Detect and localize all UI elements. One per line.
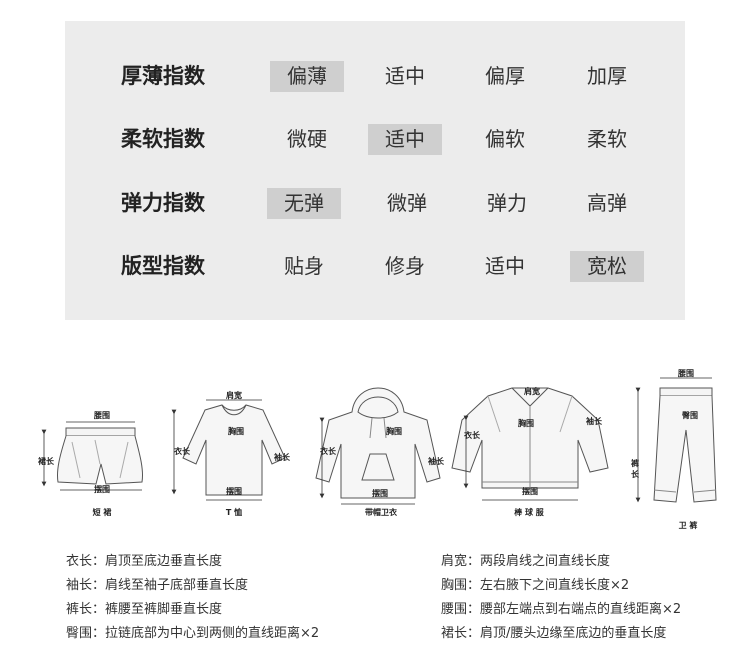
shorts-hem-label: 摆围	[94, 485, 110, 494]
definition-item: 袖长：肩线至袖子底部垂直长度	[66, 578, 249, 593]
baseball-jacket-drawing	[451, 387, 609, 489]
pants-length-label: 裤长	[631, 459, 639, 479]
baseball-shoulder-label: 肩宽	[524, 387, 540, 396]
shorts-length-label: 裙长	[38, 457, 54, 466]
tshirt-hem-label: 摆围	[226, 487, 242, 496]
definition-item: 裙长：肩顶/腰头边缘至底边的垂直长度	[441, 626, 667, 641]
hoodie-name: 带帽卫衣	[365, 508, 397, 517]
index-label: 弹力指数	[121, 191, 205, 215]
definition-item: 裤长：裤腰至裤脚垂直长度	[66, 602, 223, 617]
tshirt-chest-label: 胸围	[228, 427, 244, 436]
pants-hip-label: 臀围	[682, 411, 698, 420]
index-label: 柔软指数	[121, 127, 205, 151]
pants-name: 卫 裤	[678, 521, 698, 530]
definition-item: 腰围：腰部左端点到右端点的直线距离×2	[441, 602, 682, 617]
fabric-index-panel: 厚薄指数 偏薄 适中 偏厚 加厚 柔软指数 微硬 适中 偏软 柔软 弹力指数 无…	[65, 21, 685, 320]
index-option: 偏软	[485, 127, 525, 151]
index-row-fit: 版型指数 贴身 修身 适中 宽松	[65, 246, 685, 286]
index-option: 柔软	[587, 127, 627, 151]
garment-drawings	[41, 377, 717, 505]
baseball-chest-label: 胸围	[518, 419, 534, 428]
tshirt-shoulder-label: 肩宽	[226, 391, 242, 400]
shorts-waist-label: 腰围	[94, 411, 110, 420]
tshirt-name: T 恤	[225, 508, 243, 517]
hoodie-sleeve-label: 袖长	[428, 457, 444, 466]
index-option: 贴身	[284, 254, 324, 278]
index-option: 微硬	[287, 127, 327, 151]
tshirt-drawing	[182, 404, 286, 496]
hoodie-drawing	[315, 387, 441, 499]
shorts-name: 短 裙	[92, 508, 112, 517]
definition-item: 衣长：肩顶至底边垂直长度	[66, 554, 223, 569]
definitions-left: 衣长：肩顶至底边垂直长度 袖长：肩线至袖子底部垂直长度 裤长：裤腰至裤脚垂直长度…	[66, 550, 319, 646]
index-row-softness: 柔软指数 微硬 适中 偏软 柔软	[65, 119, 685, 159]
tshirt-sleeve-label: 袖长	[274, 453, 290, 462]
index-row-elasticity: 弹力指数 无弹 微弹 弹力 高弹	[65, 183, 685, 223]
definitions-right: 肩宽：两段肩线之间直线长度 胸围：左右腋下之间直线长度×2 腰围：腰部左端点到右…	[441, 550, 681, 646]
pants-waist-label: 腰围	[678, 369, 694, 378]
garment-measurement-illustrations: 腰围 裙长 摆围 短 裙 肩宽 胸围 衣长 袖长 摆围 T 恤 胸围 衣长 袖长…	[0, 360, 750, 540]
baseball-name: 棒 球 服	[514, 508, 544, 517]
index-option-selected: 无弹	[267, 188, 341, 219]
index-option: 适中	[385, 64, 425, 88]
index-option: 修身	[385, 254, 425, 278]
index-label: 版型指数	[121, 254, 205, 278]
index-option: 适中	[485, 254, 525, 278]
index-option-selected: 偏薄	[270, 61, 344, 92]
hoodie-hem-label: 摆围	[372, 489, 388, 498]
index-option-selected: 宽松	[570, 251, 644, 282]
index-row-thickness: 厚薄指数 偏薄 适中 偏厚 加厚	[65, 56, 685, 96]
pants-drawing	[653, 387, 717, 503]
shorts-drawing	[57, 427, 143, 485]
definition-item: 肩宽：两段肩线之间直线长度	[441, 554, 611, 569]
tshirt-length-label: 衣长	[174, 447, 190, 456]
baseball-hem-label: 摆围	[522, 487, 538, 496]
baseball-length-label: 衣长	[464, 431, 480, 440]
index-option: 高弹	[587, 191, 627, 215]
index-option: 弹力	[487, 191, 527, 215]
baseball-sleeve-label: 袖长	[586, 417, 602, 426]
definition-item: 胸围：左右腋下之间直线长度×2	[441, 578, 630, 593]
index-label: 厚薄指数	[121, 64, 205, 88]
index-option: 偏厚	[485, 64, 525, 88]
definition-item: 臀围：拉链底部为中心到两侧的直线距离×2	[66, 626, 320, 641]
hoodie-chest-label: 胸围	[386, 427, 402, 436]
hoodie-length-label: 衣长	[320, 447, 336, 456]
index-option: 加厚	[587, 64, 627, 88]
index-option-selected: 适中	[368, 124, 442, 155]
index-option: 微弹	[387, 191, 427, 215]
